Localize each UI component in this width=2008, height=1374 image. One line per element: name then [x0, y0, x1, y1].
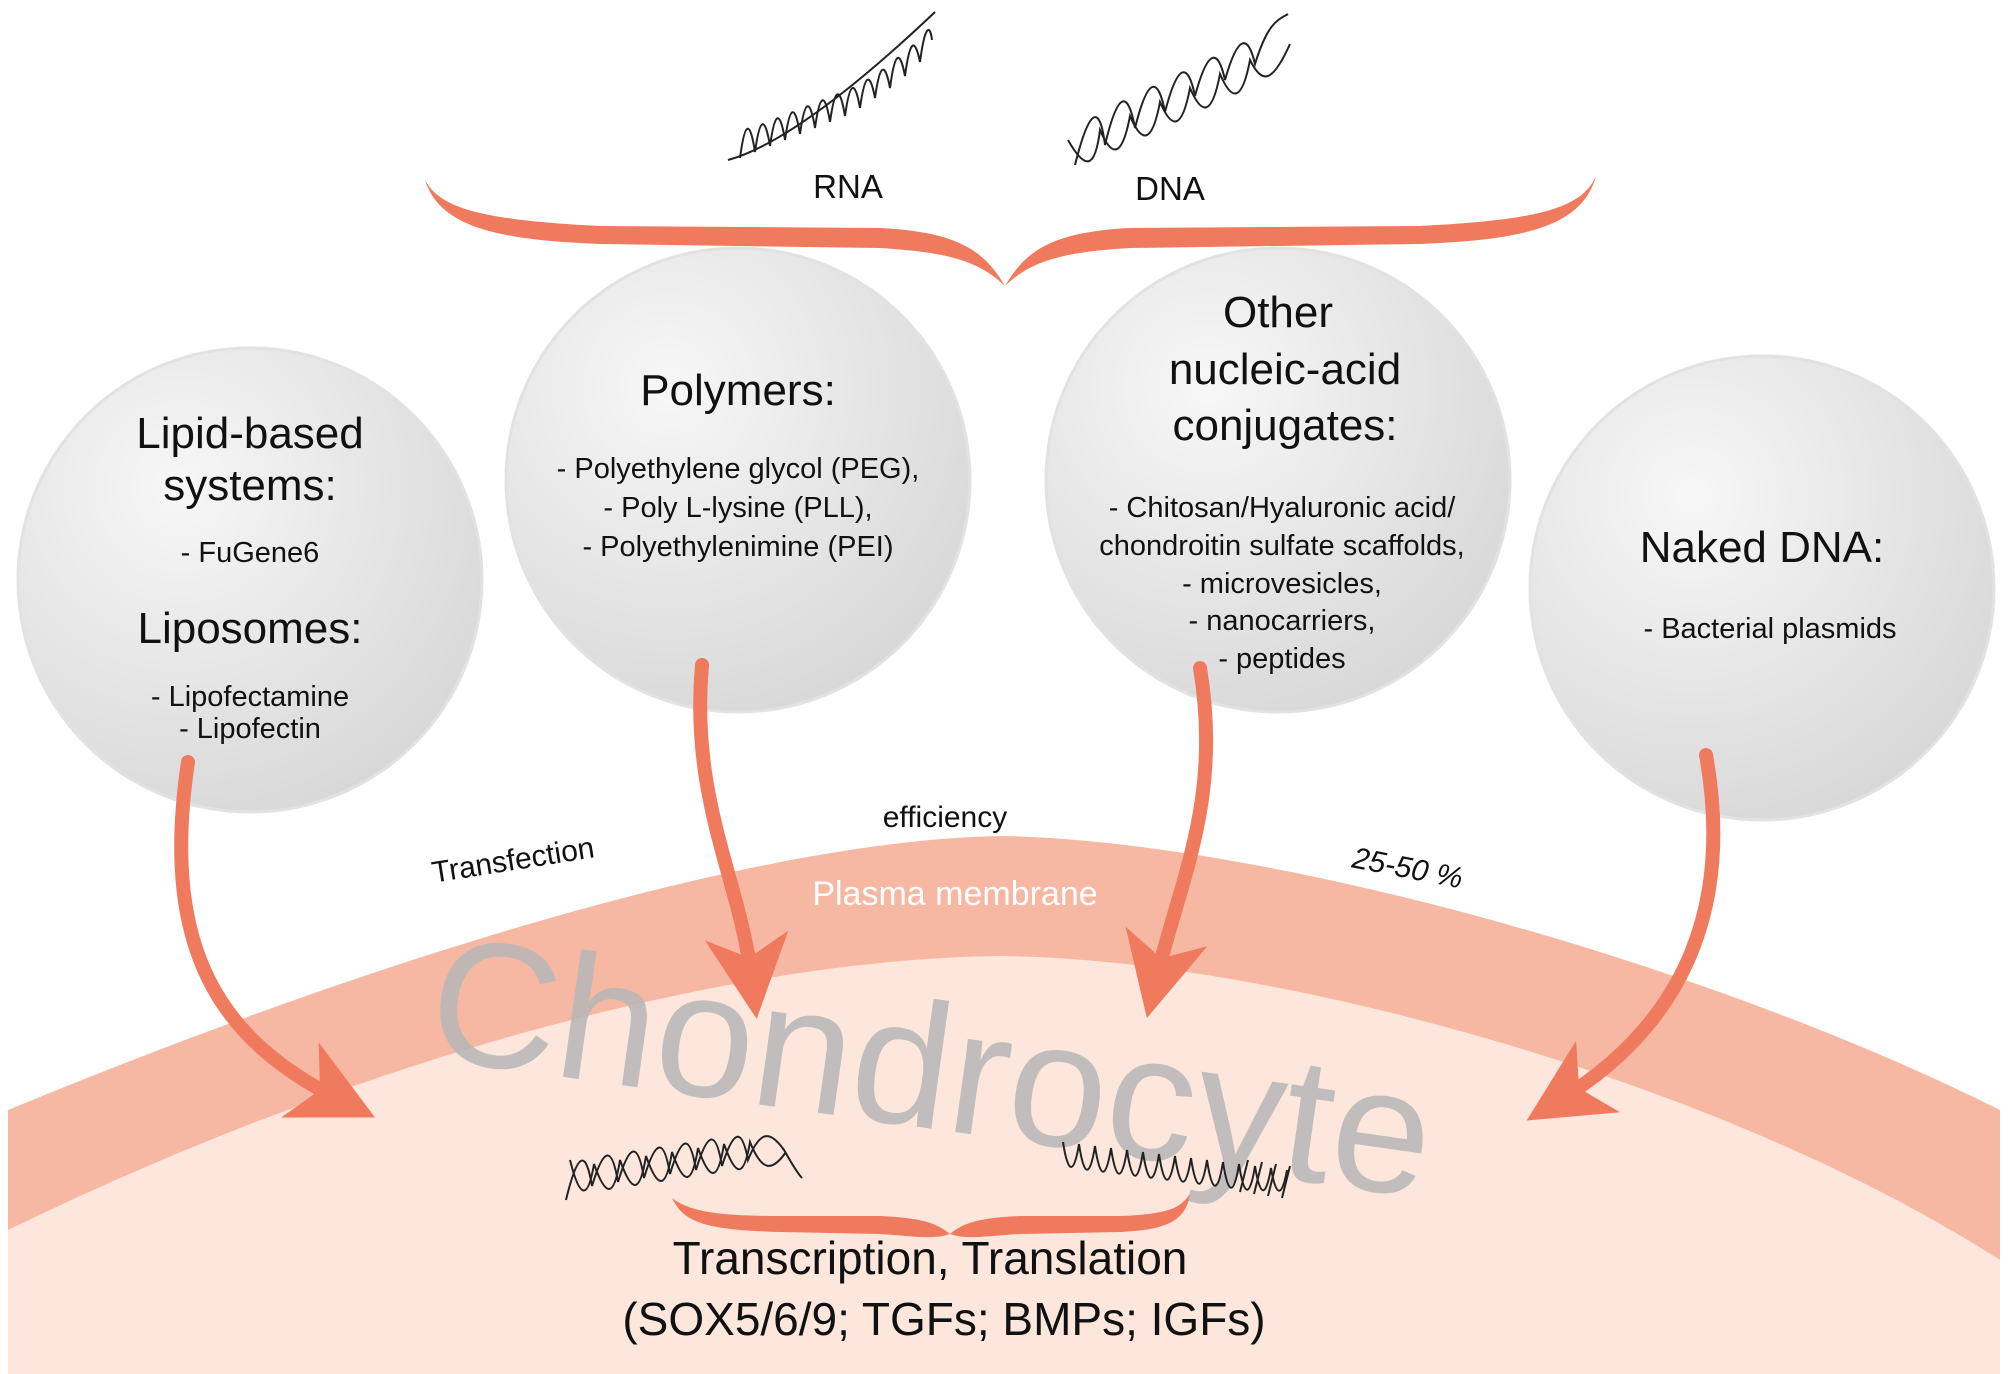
lipid-title-line1: Lipid-based [136, 409, 364, 458]
other-item-peptides: - peptides [1218, 643, 1345, 675]
liposomes-title: Liposomes: [137, 604, 362, 653]
rna-label: RNA [813, 168, 883, 205]
efficiency-value-label: 25-50 % [1349, 841, 1466, 895]
process-line1: Transcription, Translation [673, 1232, 1188, 1284]
intracellular-rna-icon [1062, 1141, 1291, 1199]
polymers-arrow [693, 658, 789, 1019]
other-item-nanocarriers: - nanocarriers, [1189, 605, 1376, 637]
liposomes-item-lipofectin: - Lipofectin [179, 713, 321, 745]
other-conjugates-arrow [1125, 661, 1214, 1019]
other-conjugates-circle: Other nucleic-acid conjugates: - Chitosa… [1044, 246, 1512, 714]
lipid-based-systems-circle: Lipid-based systems: - FuGene6 Liposomes… [16, 346, 484, 814]
cytoplasm [8, 956, 2000, 1374]
other-title-line1: Other [1223, 288, 1333, 337]
other-title-line2: nucleic-acid [1169, 345, 1401, 394]
polymers-circle: Polymers: - Polyethylene glycol (PEG), -… [504, 246, 972, 714]
other-title-line3: conjugates: [1172, 401, 1397, 450]
cell [8, 836, 2000, 1374]
liposomes-item-lipofectamine: - Lipofectamine [151, 681, 349, 713]
naked-dna-circle: Naked DNA: - Bacterial plasmids [1528, 354, 1996, 822]
polymers-title: Polymers: [640, 366, 836, 415]
bottom-brace [672, 1194, 1190, 1238]
delivery-arrows [174, 658, 1721, 1121]
polymers-item-pei: - Polyethylenimine (PEI) [582, 531, 893, 563]
other-item-microvesicles: - microvesicles, [1182, 568, 1382, 600]
lipid-arrow [174, 755, 376, 1118]
plasma-membrane-label: Plasma membrane [812, 875, 1097, 913]
other-item-chondroitin: chondroitin sulfate scaffolds, [1099, 530, 1464, 562]
top-brace [425, 176, 1596, 286]
efficiency-label: efficiency [883, 801, 1008, 834]
naked-dna-arrow [1526, 748, 1721, 1121]
process-line2: (SOX5/6/9; TGFs; BMPs; IGFs) [622, 1293, 1265, 1345]
naked-dna-item-plasmids: - Bacterial plasmids [1643, 613, 1896, 645]
intracellular-dna-icon [565, 1135, 803, 1201]
transfection-label: Transfection [430, 831, 597, 889]
dna-label: DNA [1135, 170, 1205, 207]
dna-double-helix-icon [1067, 13, 1291, 166]
lipid-title-line2: systems: [163, 461, 337, 510]
other-item-chitosan: - Chitosan/Hyaluronic acid/ [1109, 492, 1456, 524]
polymers-item-pll: - Poly L-lysine (PLL), [603, 492, 872, 524]
naked-dna-title: Naked DNA: [1640, 523, 1885, 572]
lipid-item-fugene6: - FuGene6 [181, 537, 320, 569]
polymers-item-peg: - Polyethylene glycol (PEG), [557, 453, 920, 485]
rna-strand-icon [727, 11, 936, 161]
